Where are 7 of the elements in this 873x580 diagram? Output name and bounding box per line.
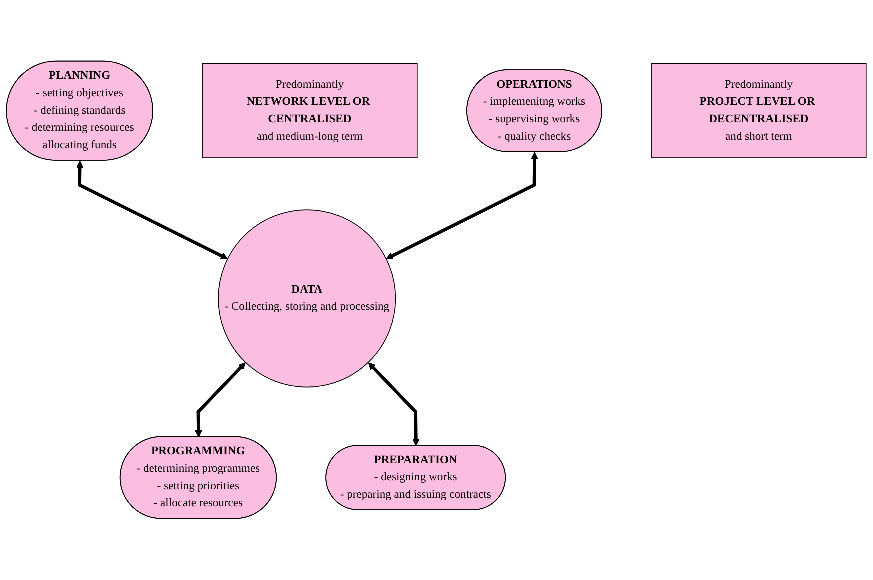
arrow: [386, 152, 538, 260]
node-circle: DATA - Collecting, storing and processing: [218, 210, 396, 388]
arrow: [195, 362, 246, 438]
arrow: [368, 362, 420, 446]
node-box: Predominantly NETWORK LEVEL OR CENTRALISED and medium-long term: [202, 63, 418, 158]
arrow: [76, 160, 228, 260]
node-box: Predominantly PROJECT LEVEL OR DECENTRALISED and short term: [651, 63, 867, 158]
